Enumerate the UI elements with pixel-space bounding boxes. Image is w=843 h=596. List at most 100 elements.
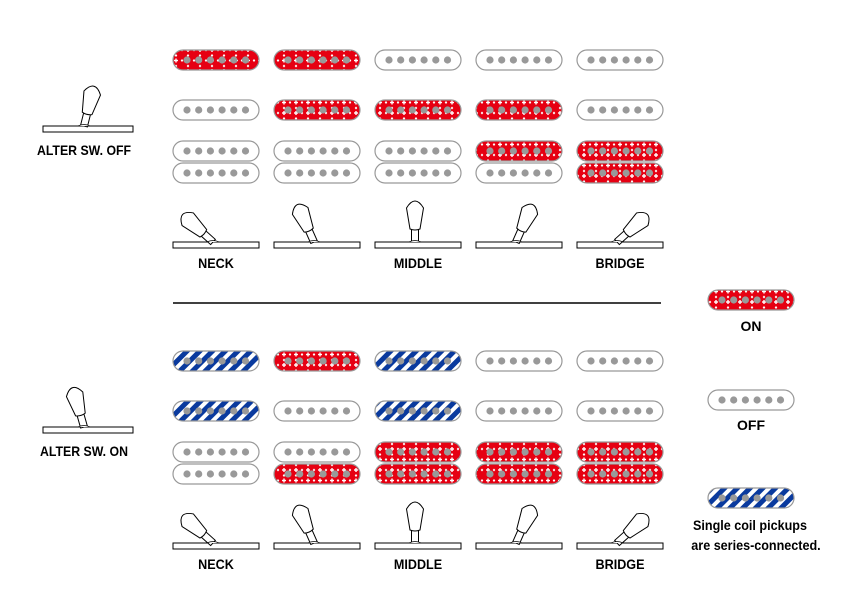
pole-piece: [218, 106, 226, 114]
pole-piece: [319, 407, 327, 415]
alter-switch-off: [42, 85, 134, 133]
neck-single-pickup: [172, 49, 260, 71]
bridge-humbucker-lower-coil: [273, 162, 361, 184]
pole-piece: [230, 169, 238, 177]
pole-piece: [610, 470, 619, 478]
position-label-neck: NECK: [198, 255, 234, 271]
middle-single-pickup: [172, 99, 260, 121]
pole-piece: [533, 169, 541, 177]
bridge-humbucker-upper-coil: [273, 140, 361, 162]
pole-piece: [486, 147, 494, 155]
pole-piece: [634, 56, 642, 64]
pole-piece: [397, 106, 405, 114]
pole-piece: [610, 147, 619, 155]
pole-piece: [509, 470, 517, 478]
bridge-humbucker-lower-coil: [273, 463, 361, 485]
bridge-humbucker-lower-coil: [172, 463, 260, 485]
pole-piece: [432, 357, 440, 365]
neck-single-pickup: [475, 350, 563, 372]
pole-piece: [230, 448, 238, 456]
pole-piece: [509, 169, 517, 177]
pole-piece: [307, 357, 315, 365]
pole-piece: [599, 147, 607, 155]
pole-piece: [319, 56, 327, 64]
pole-piece: [342, 106, 351, 114]
middle-single-pickup: [374, 400, 462, 422]
pole-piece: [509, 448, 517, 456]
bridge-humbucker-upper-coil: [273, 441, 361, 463]
pole-piece: [544, 470, 553, 478]
pole-piece: [599, 470, 607, 478]
pole-piece: [284, 407, 292, 415]
pole-piece: [599, 448, 607, 456]
pole-piece: [241, 470, 250, 478]
pole-piece: [610, 407, 619, 415]
pole-piece: [533, 147, 541, 155]
pole-piece: [331, 106, 339, 114]
pole-piece: [195, 169, 203, 177]
selector-switch-position-2: [273, 203, 361, 249]
middle-single-pickup: [273, 400, 361, 422]
pole-piece: [443, 470, 452, 478]
pole-piece: [622, 407, 630, 415]
pole-piece: [533, 106, 541, 114]
pole-piece: [195, 448, 203, 456]
pole-piece: [241, 147, 250, 155]
pole-piece: [183, 106, 191, 114]
pole-piece: [241, 448, 250, 456]
pole-piece: [718, 396, 726, 404]
pole-piece: [218, 169, 226, 177]
pole-piece: [544, 147, 553, 155]
pole-piece: [622, 56, 630, 64]
pole-piece: [432, 470, 440, 478]
pole-piece: [741, 296, 750, 304]
bridge-humbucker-upper-coil: [374, 441, 462, 463]
middle-single-pickup: [576, 400, 664, 422]
pole-piece: [307, 470, 315, 478]
alter-switch-on: [42, 386, 134, 434]
pole-piece: [498, 357, 506, 365]
pole-piece: [533, 448, 541, 456]
pole-piece: [296, 106, 304, 114]
pole-piece: [521, 448, 529, 456]
pole-piece: [206, 106, 214, 114]
pole-piece: [587, 357, 595, 365]
pole-piece: [206, 470, 214, 478]
pole-piece: [741, 396, 750, 404]
pole-piece: [385, 470, 393, 478]
pole-piece: [218, 147, 226, 155]
neck-single-pickup: [273, 350, 361, 372]
pole-piece: [521, 106, 529, 114]
pole-piece: [610, 357, 619, 365]
pole-piece: [385, 147, 393, 155]
pole-piece: [509, 56, 517, 64]
pole-piece: [408, 169, 416, 177]
pole-piece: [230, 56, 238, 64]
pole-piece: [307, 56, 315, 64]
pole-piece: [331, 357, 339, 365]
pole-piece: [230, 106, 238, 114]
pole-piece: [218, 357, 226, 365]
legend-off-pickup: [707, 389, 795, 411]
pole-piece: [645, 448, 654, 456]
bridge-humbucker-lower-coil: [576, 463, 664, 485]
pole-piece: [587, 407, 595, 415]
pole-piece: [284, 470, 292, 478]
pole-piece: [509, 357, 517, 365]
pole-piece: [443, 169, 452, 177]
pole-piece: [776, 494, 785, 502]
pole-piece: [408, 470, 416, 478]
pole-piece: [385, 106, 393, 114]
selector-switch-position-5: [576, 211, 664, 249]
neck-single-pickup: [374, 350, 462, 372]
pole-piece: [342, 470, 351, 478]
pole-piece: [486, 56, 494, 64]
pole-piece: [296, 448, 304, 456]
pole-piece: [533, 470, 541, 478]
pole-piece: [718, 494, 726, 502]
pole-piece: [509, 147, 517, 155]
pole-piece: [486, 106, 494, 114]
pole-piece: [533, 357, 541, 365]
bridge-humbucker-lower-coil: [475, 162, 563, 184]
toggle-lever: [291, 203, 318, 245]
